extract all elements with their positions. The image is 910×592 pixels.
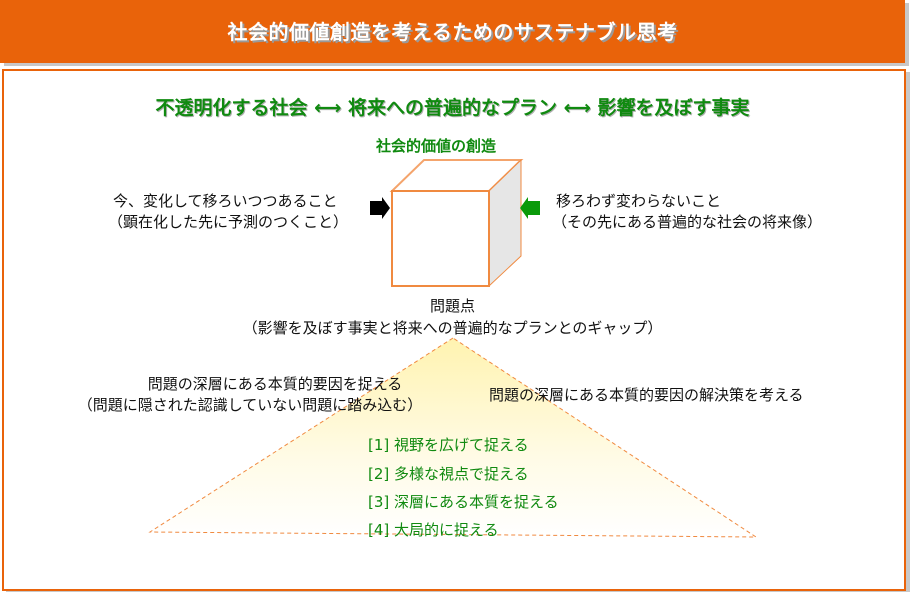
headline: 不透明化する社会 ⟷ 将来への普遍的なプラン ⟷ 影響を及ぼす事実: [0, 93, 905, 120]
right-text-line1: 移ろわず変わらないこと: [556, 192, 722, 210]
right-text-line2: （その先にある普遍的な社会の将来像）: [552, 213, 823, 231]
content-panel: [2, 69, 906, 591]
problem-title: 問題点: [429, 297, 475, 315]
page-title: 社会的価値創造を考えるためのサステナブル思考: [227, 20, 678, 44]
problem-subtitle: （影響を及ぼす事実と将来への普遍的なプランとのギャップ）: [242, 319, 663, 337]
headline-opaque-society: 不透明化する社会: [155, 97, 308, 119]
headline-influential-facts: 影響を及ぼす事実: [597, 97, 750, 119]
header-bar: [0, 0, 905, 63]
list-item: [1] 視野を広げて捉える: [368, 436, 529, 454]
cube-title: 社会的価値の創造: [376, 137, 497, 155]
triangle: [148, 337, 758, 538]
left-text-line2: （顕在化した先に予測のつくこと）: [108, 213, 349, 231]
double-arrow-icon: ⟷: [314, 97, 342, 119]
triangle-left-line1: 問題の深層にある本質的要因を捉える: [147, 375, 403, 393]
arrow-right-icon: [370, 197, 390, 219]
list-item: [4] 大局的に捉える: [368, 521, 499, 539]
double-arrow-icon: ⟷: [563, 97, 591, 119]
arrow-left-icon: [520, 197, 540, 219]
headline-universal-plan: 将来への普遍的なプラン: [347, 97, 557, 119]
list-item: [2] 多様な視点で捉える: [368, 465, 529, 483]
list-item: [3] 深層にある本質を捉える: [368, 493, 559, 511]
triangle-right-text: 問題の深層にある本質的要因の解決策を考える: [489, 386, 804, 404]
cube-front-face: [391, 190, 490, 287]
left-text-line1: 今、変化して移ろいつつあること: [113, 192, 338, 210]
triangle-left-line2: （問題に隠された認識していない問題に踏み込む）: [77, 396, 423, 414]
